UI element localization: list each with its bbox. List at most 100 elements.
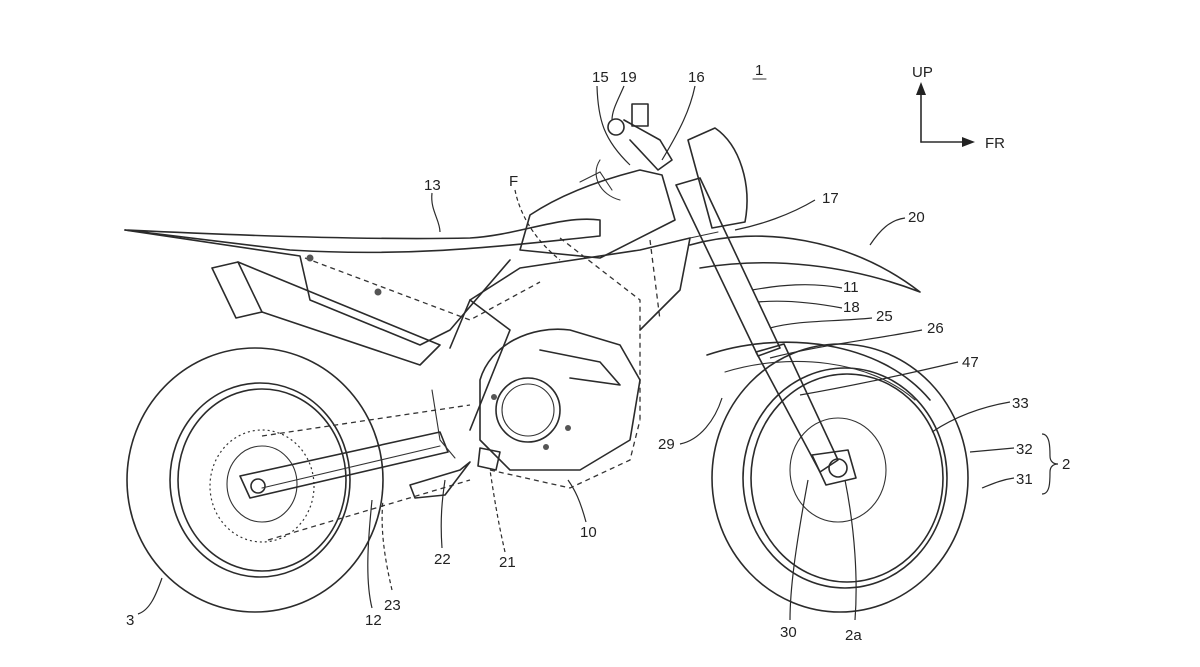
lever-housing bbox=[631, 103, 649, 127]
label-13: 13 bbox=[424, 177, 441, 194]
skid-plate-dashed bbox=[489, 419, 641, 489]
main-frame-upper bbox=[469, 237, 691, 331]
label-31: 31 bbox=[1016, 471, 1033, 488]
rear-hub bbox=[226, 445, 298, 523]
fork-lower-tube bbox=[755, 343, 839, 473]
leader-12 bbox=[367, 499, 373, 609]
fork-upper-tube bbox=[675, 177, 781, 357]
front-rim-32-inner bbox=[750, 373, 944, 583]
swingarm-body bbox=[239, 431, 449, 499]
rear-rim-outer bbox=[169, 382, 351, 578]
leader-13 bbox=[431, 192, 441, 233]
headlight-cowl bbox=[687, 127, 748, 229]
label-15: 15 bbox=[592, 69, 609, 86]
label-10: 10 bbox=[580, 524, 597, 541]
down-tube-dashed bbox=[649, 239, 661, 321]
label-47: 47 bbox=[962, 354, 979, 371]
leader-32 bbox=[969, 447, 1015, 453]
leader-19 bbox=[611, 85, 625, 121]
leader-23 bbox=[381, 499, 393, 591]
leader-2a bbox=[844, 479, 857, 621]
label-F: F bbox=[509, 173, 518, 190]
leader-33 bbox=[931, 401, 1011, 433]
fuel-tank bbox=[519, 169, 676, 259]
frame-dashed-F bbox=[559, 237, 641, 420]
label-30: 30 bbox=[780, 624, 797, 641]
label-26: 26 bbox=[927, 320, 944, 337]
front-wheel bbox=[711, 343, 969, 613]
rear-sprocket bbox=[209, 429, 315, 543]
rear-axle bbox=[250, 478, 266, 494]
label-2a: 2a bbox=[845, 627, 862, 644]
label-29: 29 bbox=[658, 436, 675, 453]
figure-number: 1 bbox=[755, 62, 763, 79]
rear-rim-inner bbox=[177, 388, 347, 572]
leader-17 bbox=[734, 199, 816, 231]
front-label: FR bbox=[985, 135, 1005, 152]
handle-grip-19 bbox=[607, 118, 625, 136]
label-2: 2 bbox=[1062, 456, 1070, 473]
engine-bolt bbox=[491, 394, 497, 400]
leader-lines bbox=[137, 85, 1059, 621]
label-12: 12 bbox=[365, 612, 382, 629]
leader-47 bbox=[799, 361, 959, 396]
front-mudguard-arc-inner bbox=[724, 360, 916, 401]
leader-30 bbox=[789, 479, 809, 621]
front-fork bbox=[675, 177, 857, 486]
leader-18 bbox=[757, 300, 843, 309]
engine bbox=[477, 328, 641, 489]
brace-2 bbox=[1041, 433, 1059, 495]
leader-29 bbox=[679, 397, 723, 445]
label-11: 11 bbox=[843, 279, 859, 296]
rear-wheel bbox=[126, 347, 384, 613]
leader-15 bbox=[596, 85, 631, 166]
up-arrow-icon bbox=[916, 82, 926, 95]
label-20: 20 bbox=[908, 209, 925, 226]
handlebar-bar bbox=[623, 119, 673, 171]
engine-clutch-inner bbox=[501, 383, 555, 437]
leader-21 bbox=[489, 469, 506, 553]
label-22: 22 bbox=[434, 551, 451, 568]
label-33: 33 bbox=[1012, 395, 1029, 412]
fork-clamp-line bbox=[689, 231, 719, 239]
subframe-bolt bbox=[374, 288, 382, 296]
front-brake-disc bbox=[789, 417, 887, 523]
orientation-indicator: UP FR bbox=[912, 64, 1005, 152]
label-25: 25 bbox=[876, 308, 893, 325]
engine-bolt bbox=[565, 425, 571, 431]
main-frame-rear bbox=[449, 299, 511, 431]
label-32: 32 bbox=[1016, 441, 1033, 458]
leader-F bbox=[514, 189, 561, 261]
leader-26 bbox=[769, 329, 923, 359]
seat bbox=[124, 218, 601, 254]
label-16: 16 bbox=[688, 69, 705, 86]
handlebar bbox=[595, 103, 673, 201]
leader-10 bbox=[567, 479, 587, 523]
rear-fender-sidecover bbox=[124, 229, 511, 346]
reference-labels: 15 19 16 13 F 17 20 11 18 25 26 47 33 32… bbox=[126, 69, 1070, 644]
swingarm-inner-edge bbox=[261, 445, 441, 489]
leader-16 bbox=[661, 85, 696, 161]
footpeg-bracket bbox=[409, 461, 471, 499]
front-fender bbox=[689, 235, 921, 293]
label-17: 17 bbox=[822, 190, 839, 207]
label-19: 19 bbox=[620, 69, 637, 86]
leader-20 bbox=[869, 217, 906, 246]
leader-11 bbox=[751, 284, 843, 291]
leader-3 bbox=[137, 577, 163, 615]
subframe-dashed bbox=[304, 257, 541, 321]
rear-shock-link bbox=[431, 389, 456, 459]
engine-clutch-cover bbox=[495, 377, 561, 443]
label-23: 23 bbox=[384, 597, 401, 614]
exhaust-header-cover bbox=[539, 349, 621, 386]
leader-31 bbox=[981, 477, 1015, 489]
front-arrow-icon bbox=[962, 137, 975, 147]
label-3: 3 bbox=[126, 612, 134, 629]
leader-22 bbox=[440, 479, 446, 549]
muffler-end-cap bbox=[211, 261, 263, 319]
drive-chain-lower bbox=[267, 479, 471, 541]
muffler-body bbox=[237, 261, 441, 366]
fork-axle-bracket bbox=[811, 449, 857, 486]
label-21: 21 bbox=[499, 554, 516, 571]
